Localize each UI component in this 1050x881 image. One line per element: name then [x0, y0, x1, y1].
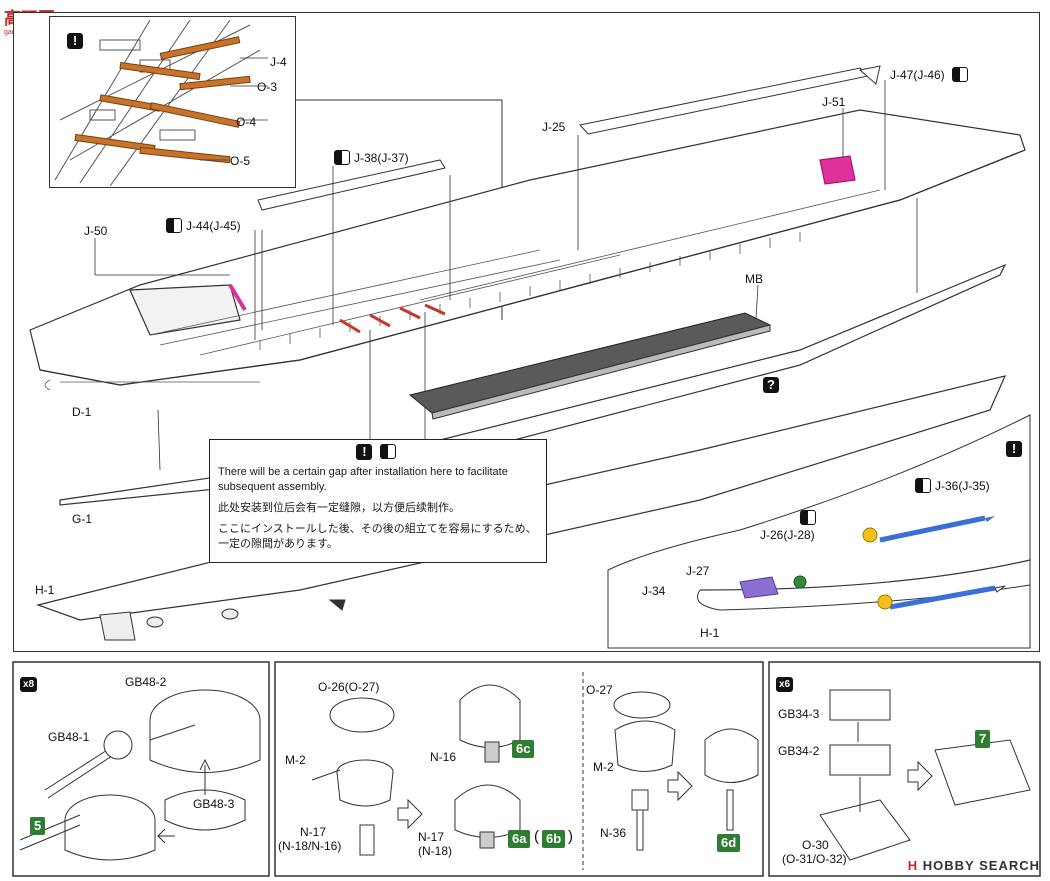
label-m2: M-2	[285, 753, 306, 767]
label-n36: N-36	[600, 826, 627, 840]
label-j25: J-25	[542, 120, 566, 134]
note-japanese: ここにインストールした後、その後の組立てを容易にするため、一定の隙間があります。	[218, 523, 537, 550]
label-h1-inset: H-1	[700, 626, 720, 640]
swap-icon	[800, 510, 816, 525]
label-j44: J-44(J-45)	[166, 218, 241, 233]
hull-details	[44, 189, 881, 391]
label-gb48-3: GB48-3	[193, 797, 235, 811]
label-gb34-2: GB34-2	[778, 744, 820, 758]
step-badge-6b: 6b	[542, 830, 566, 848]
question-icon: ?	[763, 377, 779, 393]
swap-icon	[166, 218, 182, 233]
label-o26: O-26(O-27)	[318, 680, 380, 694]
label-d1: D-1	[72, 405, 92, 419]
swap-icon	[952, 67, 969, 82]
paren-open: (	[534, 828, 539, 845]
step-d-frame	[768, 661, 1041, 877]
step-a-frame	[12, 661, 270, 877]
label-j44-text: J-44(J-45)	[186, 219, 241, 233]
warning-icon: !	[67, 33, 83, 49]
label-j47: J-47(J-46)	[890, 67, 972, 82]
step-badge-5: 5	[30, 817, 46, 835]
wood-parts	[74, 36, 251, 164]
label-j38: J-38(J-37)	[334, 150, 409, 165]
label-o3: O-3	[257, 80, 278, 94]
swap-icon	[379, 444, 396, 459]
propeller-shafts	[739, 515, 1006, 610]
label-n17b: N-17	[418, 830, 445, 844]
step-badge-6d: 6d	[717, 834, 741, 852]
step-badge-7: 7	[975, 730, 991, 748]
note-chinese: 此处安装到位后会有一定缝隙，以方便后续制作。	[218, 502, 460, 514]
label-j36-text: J-36(J-35)	[935, 479, 990, 493]
label-mb: MB	[745, 272, 763, 286]
label-g1: G-1	[72, 512, 93, 526]
label-j36: J-36(J-35)	[915, 478, 990, 493]
red-deck-parts	[339, 303, 446, 334]
label-j47-text: J-47(J-46)	[890, 68, 945, 82]
swap-icon	[915, 478, 931, 493]
label-n17b-alt: (N-18)	[418, 844, 453, 858]
watermark-text: HOBBY SEARCH	[922, 858, 1040, 873]
step-badge-6c: 6c	[512, 740, 535, 758]
swap-icon	[334, 150, 350, 165]
label-j27: J-27	[686, 564, 710, 578]
note-english: There will be a certain gap after instal…	[218, 466, 508, 493]
quantity-badge: x8	[20, 677, 38, 692]
label-j26: J-26(J-28)	[760, 528, 815, 542]
warning-icon: !	[1006, 441, 1022, 457]
label-n16: N-16	[430, 750, 457, 764]
label-o4: O-4	[236, 115, 257, 129]
label-m2-c: M-2	[593, 760, 614, 774]
label-j38-text: J-38(J-37)	[354, 151, 409, 165]
label-o27: O-27	[586, 683, 613, 697]
turret-gb48	[19, 689, 261, 861]
step-badge-6a: 6a	[508, 830, 531, 848]
label-gb48-2: GB48-2	[125, 675, 167, 689]
label-j4: J-4	[270, 55, 287, 69]
label-o30-alt: (O-31/O-32)	[782, 852, 847, 866]
hull-upper	[29, 109, 1026, 386]
label-gb48-1: GB48-1	[48, 730, 90, 744]
quantity-badge: x6	[776, 677, 794, 692]
label-j51: J-51	[822, 95, 846, 109]
watermark-brand: H	[907, 858, 919, 873]
assembly-note: ! There will be a certain gap after inst…	[209, 439, 547, 563]
step-b-frame	[274, 661, 764, 877]
label-j34: J-34	[642, 584, 666, 598]
label-o5: O-5	[230, 154, 251, 168]
flight-deck-panels	[257, 65, 881, 211]
label-h1: H-1	[35, 583, 55, 597]
label-n17: N-17	[300, 825, 327, 839]
mb-part	[408, 284, 772, 420]
label-j50: J-50	[84, 224, 108, 238]
label-o30: O-30	[802, 838, 829, 852]
label-n17-alt: (N-18/N-16)	[278, 839, 342, 853]
paren-close: )	[568, 828, 573, 845]
label-gb34-3: GB34-3	[778, 707, 820, 721]
warning-icon: !	[356, 444, 373, 460]
watermark: H HOBBY SEARCH	[908, 858, 1040, 873]
g1-part	[59, 263, 1007, 506]
inset-detail-box	[49, 16, 296, 188]
